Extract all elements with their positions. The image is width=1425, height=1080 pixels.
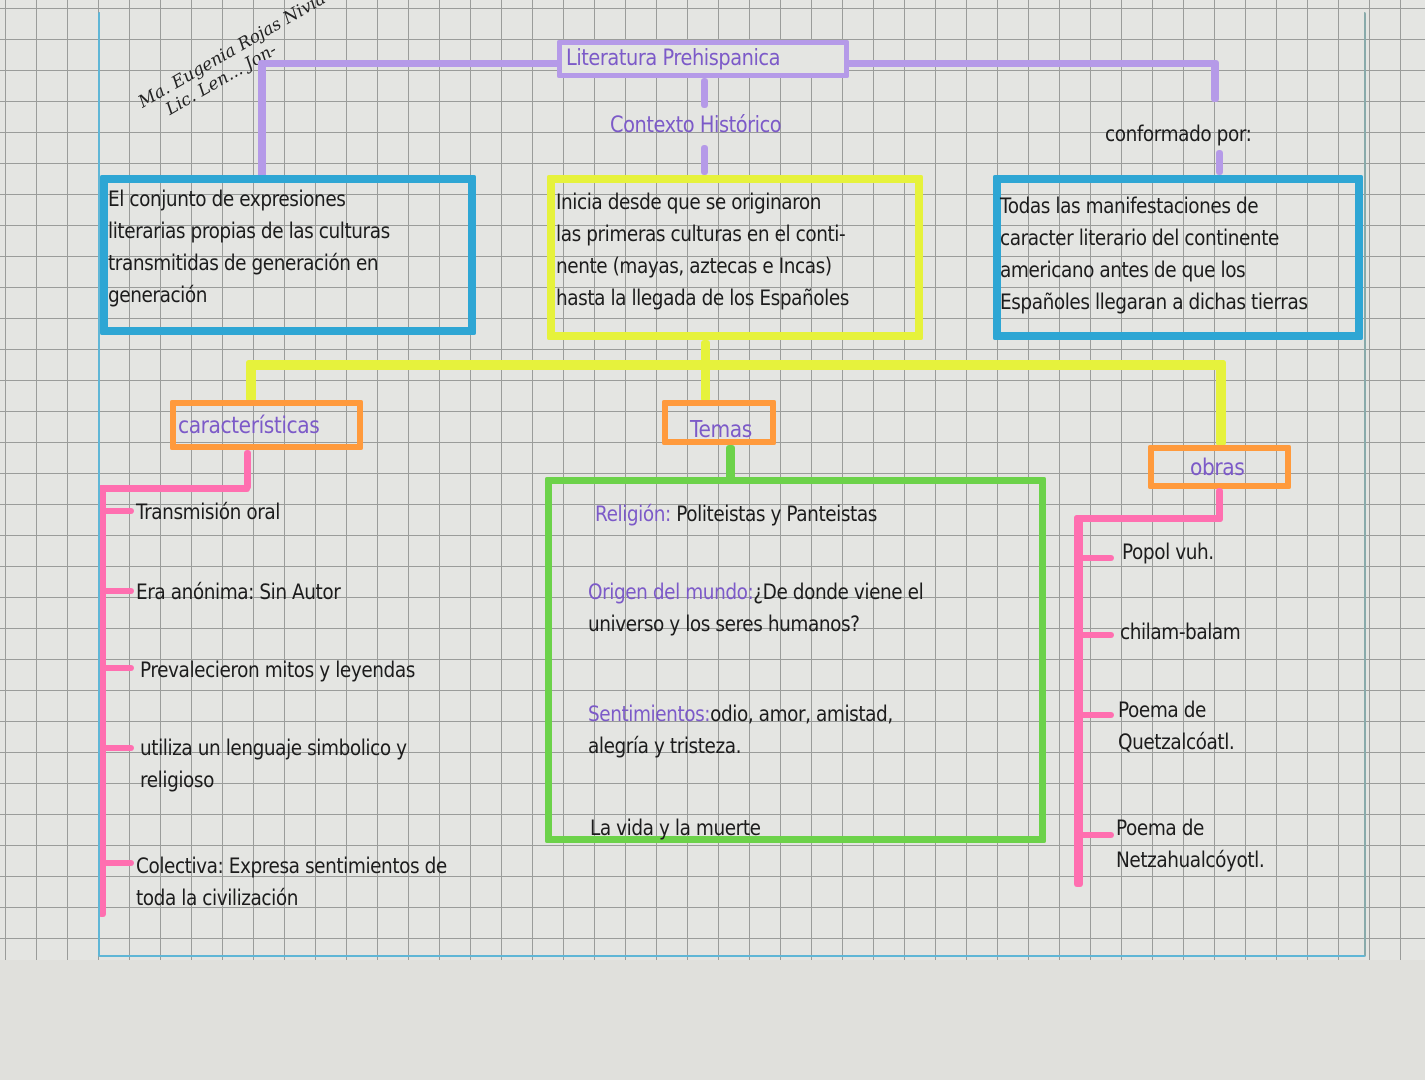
pink-connector bbox=[98, 485, 106, 917]
caracteristica-item: Colectiva: Expresa sentimientos de toda … bbox=[136, 850, 447, 914]
text-line: Poema de bbox=[1118, 698, 1206, 722]
tema-sentimientos: Sentimientos:odio, amor, amistad, alegrí… bbox=[588, 698, 893, 762]
caracteristica-item: Era anónima: Sin Autor bbox=[136, 580, 341, 604]
temas-content-box bbox=[545, 477, 1046, 843]
tema-origen: Origen del mundo:¿De donde viene el univ… bbox=[588, 576, 924, 640]
pink-branch bbox=[98, 745, 134, 751]
page-bottom bbox=[0, 960, 1425, 1080]
contexto-label: Contexto Histórico bbox=[610, 113, 782, 138]
tema-text: La vida y la muerte bbox=[590, 816, 761, 840]
contexto-text: Inicia desde que se originaron las prime… bbox=[556, 186, 849, 314]
text-line: Todas las manifestaciones de bbox=[1000, 194, 1259, 218]
temas-label: Temas bbox=[690, 417, 752, 443]
text-line: las primeras culturas en el conti- bbox=[556, 222, 846, 246]
caracteristica-item: utiliza un lenguaje simbolico y religios… bbox=[140, 732, 407, 796]
obra-item: Poema de Quetzalcóatl. bbox=[1118, 694, 1235, 758]
tema-religion: Religión: Politeistas y Panteistas bbox=[595, 498, 877, 530]
text-line: Netzahualcóyotl. bbox=[1116, 848, 1265, 872]
pink-branch bbox=[1074, 712, 1114, 718]
caracteristicas-box bbox=[170, 400, 363, 450]
pink-connector bbox=[1074, 515, 1083, 887]
text-line: americano antes de que los bbox=[1000, 258, 1246, 282]
tema-key: Sentimientos: bbox=[588, 702, 711, 726]
obras-box bbox=[1148, 445, 1291, 489]
title-box bbox=[557, 40, 849, 78]
text-line: Poema de bbox=[1116, 816, 1204, 840]
pink-branch bbox=[1074, 632, 1114, 638]
contexto-box bbox=[547, 175, 923, 340]
caracteristicas-label: características bbox=[178, 413, 320, 439]
definition-box bbox=[100, 175, 476, 335]
pink-connector bbox=[1216, 488, 1223, 522]
text-line: Inicia desde que se originaron bbox=[556, 190, 822, 214]
text-line: Españoles llegaran a dichas tierras bbox=[1000, 290, 1308, 314]
tema-text: Politeistas y Panteistas bbox=[676, 502, 877, 526]
conformado-box bbox=[993, 175, 1363, 340]
tema-vida: La vida y la muerte bbox=[590, 812, 761, 844]
pink-connector bbox=[98, 485, 250, 492]
purple-connector bbox=[701, 78, 708, 108]
text-line: toda la civilización bbox=[136, 886, 298, 910]
caracteristica-item: Prevalecieron mitos y leyendas bbox=[140, 658, 415, 682]
obra-item: Popol vuh. bbox=[1122, 540, 1214, 564]
conformado-label: conformado por: bbox=[1105, 122, 1252, 146]
tema-key: Religión: bbox=[595, 502, 671, 526]
tema-key: Origen del mundo: bbox=[588, 580, 754, 604]
text-line: hasta la llegada de los Españoles bbox=[556, 286, 849, 310]
text-line: Quetzalcóatl. bbox=[1118, 730, 1235, 754]
page-margin-frame bbox=[98, 12, 1366, 957]
pink-branch bbox=[1074, 832, 1114, 838]
purple-connector bbox=[258, 60, 266, 178]
purple-connector bbox=[1211, 60, 1219, 102]
yellow-connector bbox=[701, 340, 710, 402]
pink-branch bbox=[98, 665, 134, 671]
text-line: Colectiva: Expresa sentimientos de bbox=[136, 854, 447, 878]
text-line: generación bbox=[108, 283, 208, 307]
pink-connector bbox=[244, 450, 251, 490]
obra-item: chilam-balam bbox=[1120, 620, 1241, 644]
pink-branch bbox=[98, 860, 134, 866]
text-line: caracter literario del continente bbox=[1000, 226, 1279, 250]
text-line: El conjunto de expresiones bbox=[108, 187, 346, 211]
tema-text: odio, amor, amistad, bbox=[710, 702, 893, 726]
conformado-text: Todas las manifestaciones de caracter li… bbox=[1000, 190, 1308, 318]
pink-connector bbox=[1074, 515, 1223, 522]
yellow-connector bbox=[1216, 360, 1226, 446]
purple-connector bbox=[701, 145, 708, 175]
definition-text: El conjunto de expresiones literarias pr… bbox=[108, 183, 390, 311]
obra-item: Poema de Netzahualcóyotl. bbox=[1116, 812, 1265, 876]
yellow-connector bbox=[246, 360, 256, 402]
pink-branch bbox=[98, 508, 134, 514]
pink-branch bbox=[1074, 555, 1114, 561]
text-line: nente (mayas, aztecas e Incas) bbox=[556, 254, 832, 278]
tema-text: ¿De donde viene el bbox=[753, 580, 924, 604]
text-line: literarias propias de las culturas bbox=[108, 219, 390, 243]
temas-box bbox=[662, 400, 776, 445]
pink-branch bbox=[98, 588, 134, 594]
yellow-connector bbox=[246, 360, 1226, 370]
tema-text: alegría y tristeza. bbox=[588, 734, 742, 758]
obras-label: obras bbox=[1190, 455, 1245, 481]
tema-text: universo y los seres humanos? bbox=[588, 612, 860, 636]
text-line: utiliza un lenguaje simbolico y bbox=[140, 736, 407, 760]
green-connector bbox=[726, 445, 735, 480]
caracteristica-item: Transmisión oral bbox=[136, 500, 280, 524]
text-line: religioso bbox=[140, 768, 214, 792]
title: Literatura Prehispanica bbox=[566, 46, 781, 71]
purple-connector bbox=[1216, 150, 1223, 175]
text-line: transmitidas de generación en bbox=[108, 251, 379, 275]
